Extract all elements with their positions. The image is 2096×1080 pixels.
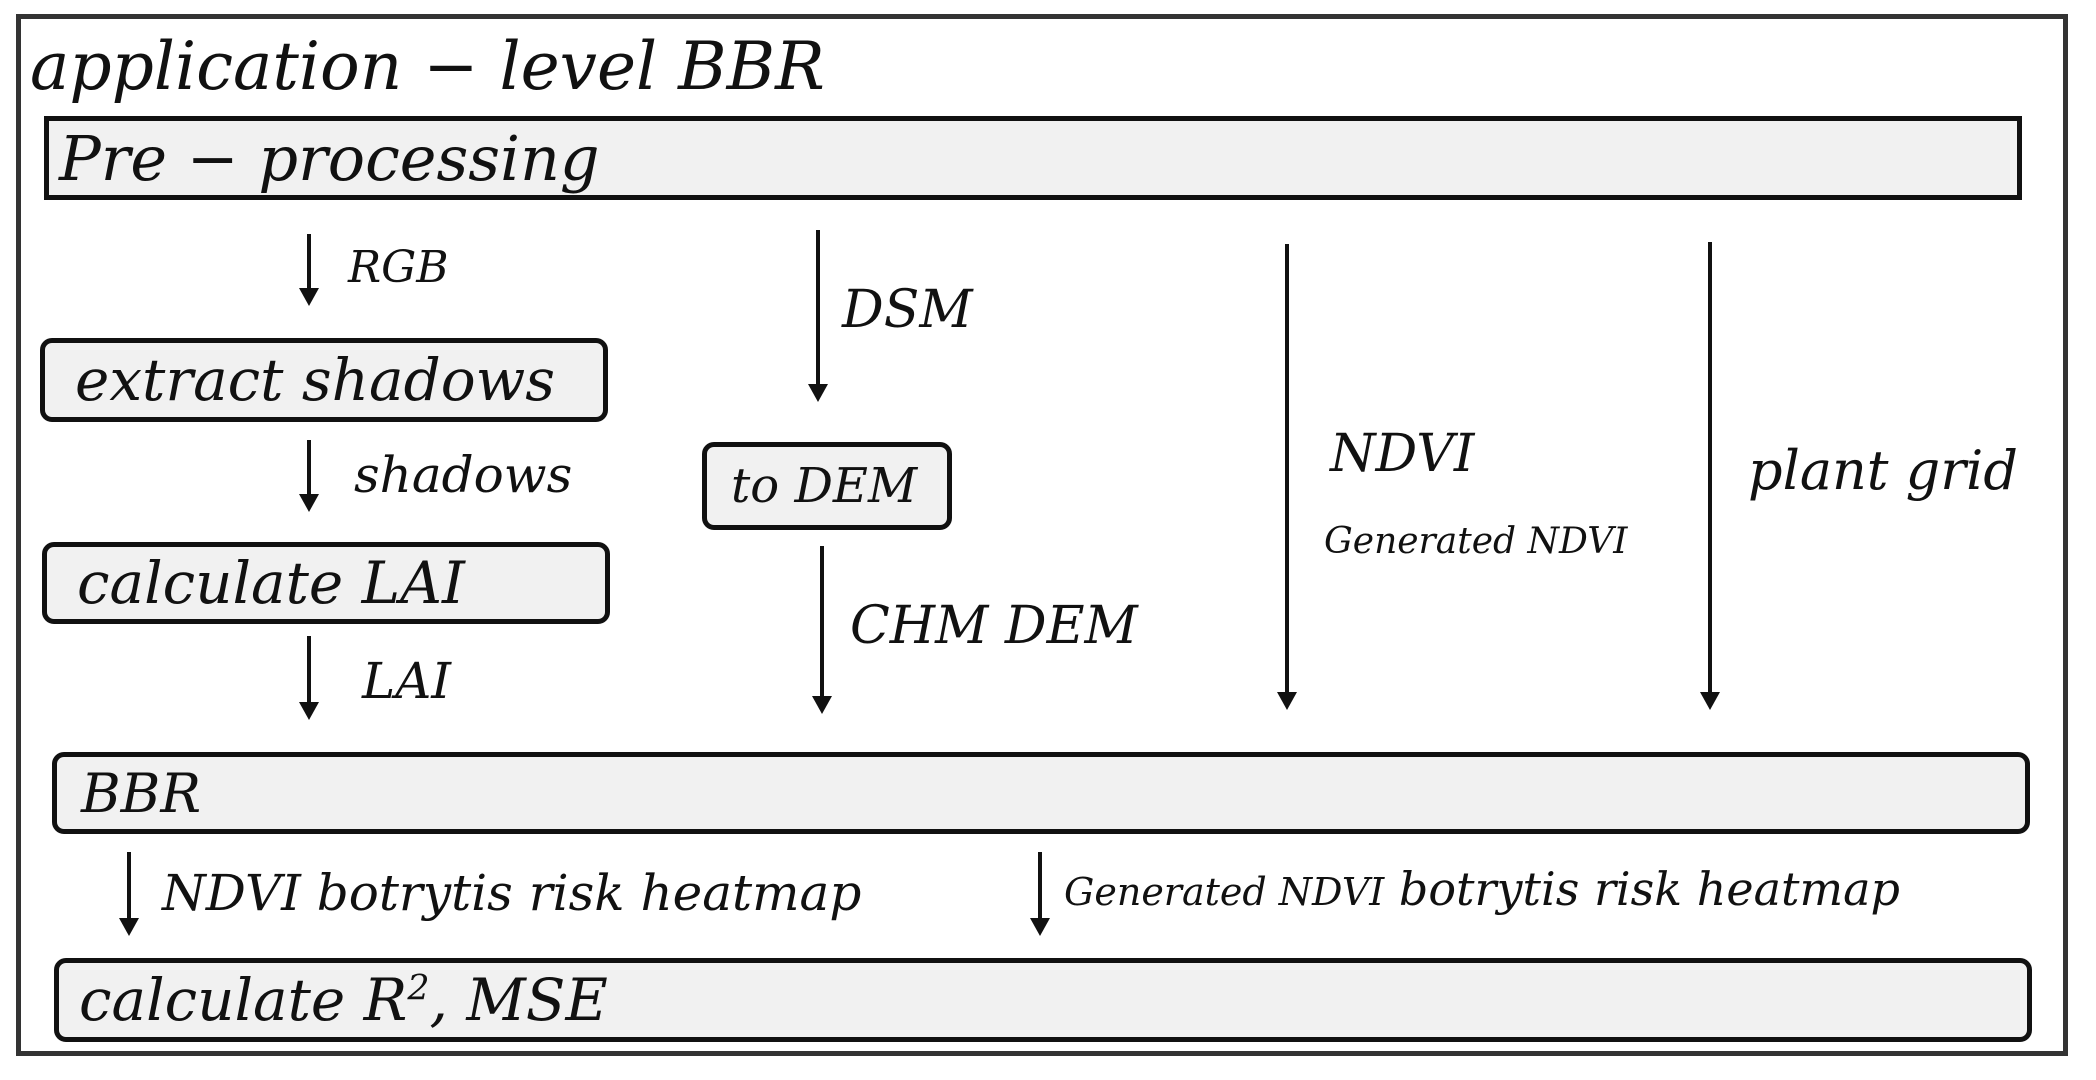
edge-label-plant-grid: plant grid: [1748, 439, 2018, 502]
edge-label-generated-ndvi-heatmap-prefix: Generated NDVI: [1064, 870, 1385, 914]
edge-label-shadows: shadows: [354, 446, 573, 504]
preprocessing-label: Pre − processing: [59, 121, 600, 195]
arrow-dsm: [808, 230, 828, 402]
edge-label-rgb: RGB: [348, 242, 449, 293]
calculate-metrics-label: calculate R2, MSE: [79, 966, 608, 1034]
calculate-lai-box: calculate LAI: [42, 542, 610, 624]
arrow-ndvi: [1277, 244, 1297, 710]
bbr-box: BBR: [52, 752, 2030, 834]
calculate-metrics-suffix: , MSE: [429, 966, 608, 1034]
edge-label-dsm: DSM: [842, 280, 973, 340]
bbr-label: BBR: [81, 761, 202, 825]
edge-label-generated-ndvi: Generated NDVI: [1324, 521, 1628, 562]
calculate-metrics-prefix: calculate R: [79, 966, 408, 1034]
calculate-lai-label: calculate LAI: [77, 549, 465, 617]
calculate-metrics-superscript: 2: [407, 968, 430, 1009]
arrow-rgb: [299, 234, 319, 306]
arrow-chm-dem: [812, 546, 832, 714]
to-dem-box: to DEM: [702, 442, 952, 530]
to-dem-label: to DEM: [731, 458, 918, 514]
calculate-metrics-box: calculate R2, MSE: [54, 958, 2032, 1042]
arrow-lai: [299, 636, 319, 720]
arrow-ndvi-heatmap: [119, 852, 139, 936]
edge-label-generated-ndvi-heatmap-suffix: botrytis risk heatmap: [1384, 862, 1900, 916]
edge-label-chm-dem: CHM DEM: [850, 596, 1138, 656]
extract-shadows-box: extract shadows: [40, 338, 608, 422]
edge-label-ndvi: NDVI: [1330, 424, 1475, 484]
arrow-generated-ndvi-heatmap: [1030, 852, 1050, 936]
extract-shadows-label: extract shadows: [75, 346, 556, 414]
edge-label-generated-ndvi-heatmap: Generated NDVI botrytis risk heatmap: [1064, 866, 1900, 912]
preprocessing-box: Pre − processing: [44, 116, 2022, 200]
edge-label-ndvi-heatmap: NDVI botrytis risk heatmap: [162, 864, 862, 922]
edge-label-lai: LAI: [362, 652, 452, 710]
arrow-shadows: [299, 440, 319, 512]
arrow-plant-grid: [1700, 242, 1720, 710]
diagram-title: application − level BBR: [30, 28, 825, 105]
